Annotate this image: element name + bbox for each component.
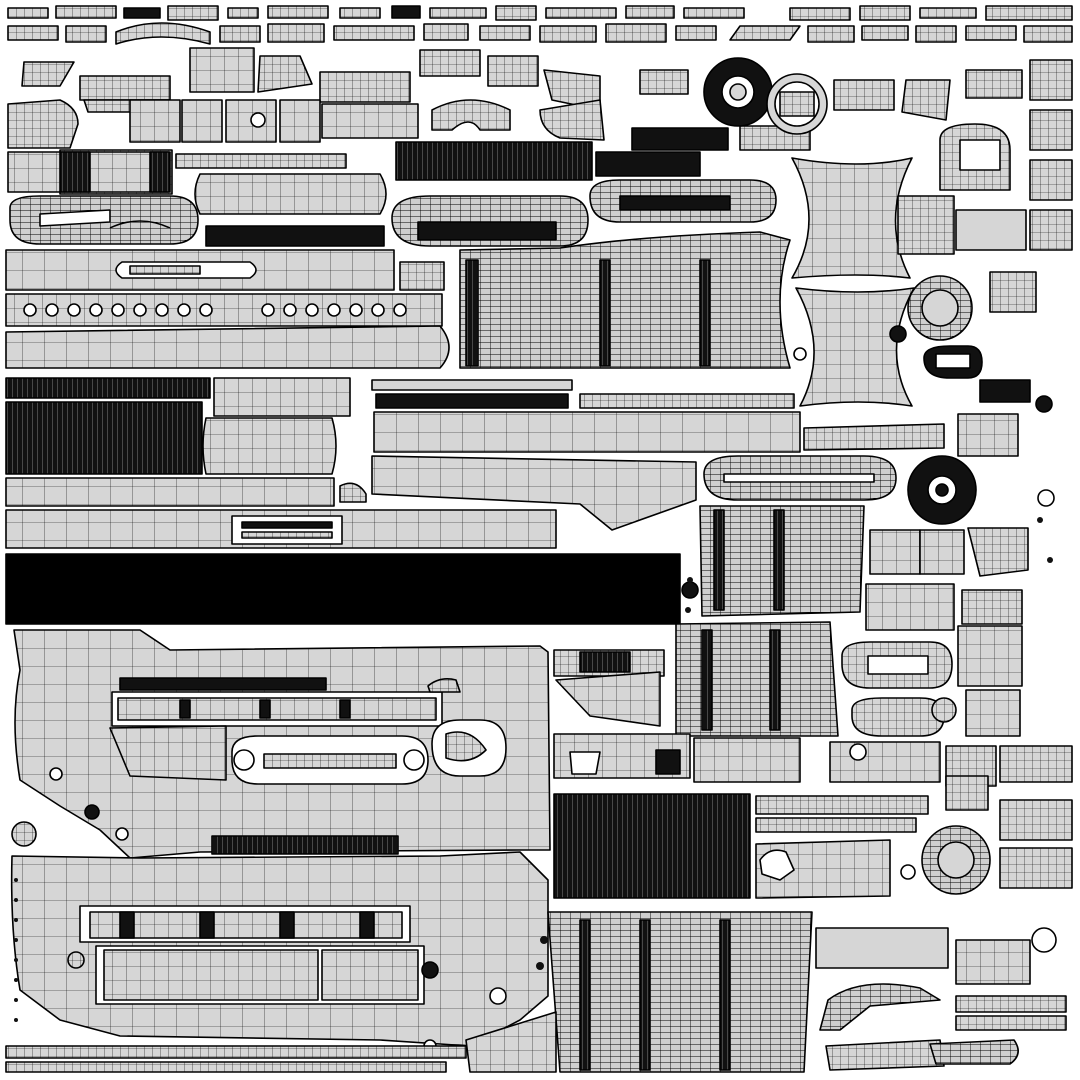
top-round-pieces — [250, 57, 828, 135]
mid-upper-left-pieces — [7, 141, 777, 247]
uv-islands — [5, 5, 1073, 1073]
lower-left-organic — [11, 629, 551, 859]
bolt-row — [23, 303, 407, 317]
bottom-center-trapezoid — [465, 911, 813, 1073]
top-small-pieces — [7, 5, 1073, 45]
lower-right-mid — [553, 775, 1073, 899]
disc-piece — [907, 455, 1055, 525]
lower-center-pieces — [553, 621, 1073, 787]
hourglass-pieces — [791, 109, 1073, 407]
band-upper — [5, 231, 1037, 379]
band-middle — [5, 377, 1053, 531]
band-long-strips — [5, 505, 1029, 631]
bottom-right-pieces — [815, 927, 1067, 1071]
scatter-dots — [14, 517, 1053, 1022]
bottom-left-organic — [5, 851, 549, 1073]
